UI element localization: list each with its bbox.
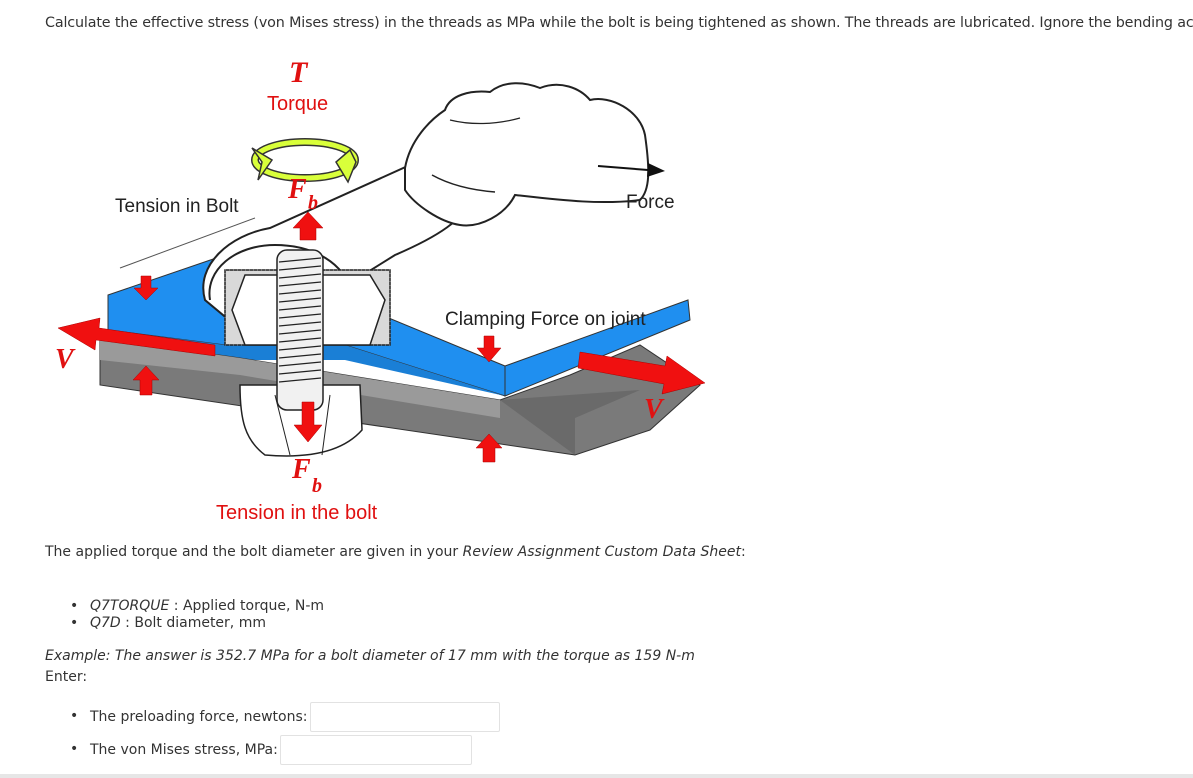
torque-label: Torque: [267, 93, 328, 115]
tension-bottom-label: Tension in the bolt: [216, 502, 378, 524]
von-mises-input[interactable]: [279, 734, 472, 765]
enter-label: Enter:: [45, 669, 88, 685]
v-left-letter: V: [55, 344, 76, 375]
fb-bottom-letter: F: [291, 454, 311, 485]
fb-bottom-sub: b: [312, 475, 322, 497]
clamp-arrow-top-left: [133, 275, 159, 301]
answer-item-von-mises: The von Mises stress, MPa:: [70, 733, 500, 766]
upper-plate-right-edge: [504, 299, 691, 397]
variable-name: Q7TORQUE: [90, 598, 170, 614]
answer-item-preload: The preloading force, newtons:: [70, 700, 500, 733]
fb-up-arrow: [292, 211, 324, 241]
question-text: Calculate the effective stress (von Mise…: [45, 15, 1193, 31]
fb-top-letter: F: [287, 174, 307, 205]
clamp-arrow-top-right: [476, 335, 502, 363]
force-arrow: [597, 163, 665, 177]
fb-top-sub: b: [308, 192, 318, 214]
fb-down-arrow: [293, 401, 323, 443]
preload-label: The preloading force, newtons:: [90, 708, 308, 725]
shear-arrow-right: [577, 351, 706, 395]
intro-after: :: [740, 544, 746, 560]
example-text: Example: The answer is 352.7 MPa for a b…: [45, 648, 695, 664]
clamp-arrow-bottom-left: [132, 365, 160, 396]
bolt-shank: [276, 249, 324, 411]
list-item: Q7TORQUE : Applied torque, N-m: [70, 598, 324, 615]
shear-arrow-left: [57, 317, 216, 357]
tension-in-bolt-label: Tension in Bolt: [115, 196, 239, 217]
variable-desc: : Bolt diameter, mm: [120, 615, 266, 631]
bottom-divider: [0, 774, 1193, 778]
v-right-letter: V: [644, 394, 665, 425]
clamp-arrow-bottom-right: [475, 433, 503, 463]
bolt-head: [239, 384, 363, 457]
variable-desc: : Applied torque, N-m: [169, 598, 325, 614]
von-mises-label: The von Mises stress, MPa:: [90, 741, 278, 758]
torque-symbol: T: [289, 56, 309, 89]
data-list: Q7TORQUE : Applied torque, N-m Q7D : Bol…: [70, 598, 324, 632]
intro-before: The applied torque and the bolt diameter…: [45, 544, 463, 560]
force-label: Force: [626, 192, 675, 213]
answer-list: The preloading force, newtons: The von M…: [70, 700, 500, 766]
intro-text: The applied torque and the bolt diameter…: [45, 544, 746, 560]
bolt-diagram: T Torque Tension in Bolt Force Clamping …: [55, 56, 706, 524]
variable-name: Q7D: [90, 615, 121, 631]
data-sheet-reference: Review Assignment Custom Data Sheet: [462, 544, 741, 560]
list-item: Q7D : Bolt diameter, mm: [70, 615, 324, 632]
hand: [404, 82, 650, 227]
clamping-label: Clamping Force on joint: [445, 309, 646, 330]
torque-arrow: [251, 138, 359, 184]
preload-force-input[interactable]: [309, 701, 500, 732]
